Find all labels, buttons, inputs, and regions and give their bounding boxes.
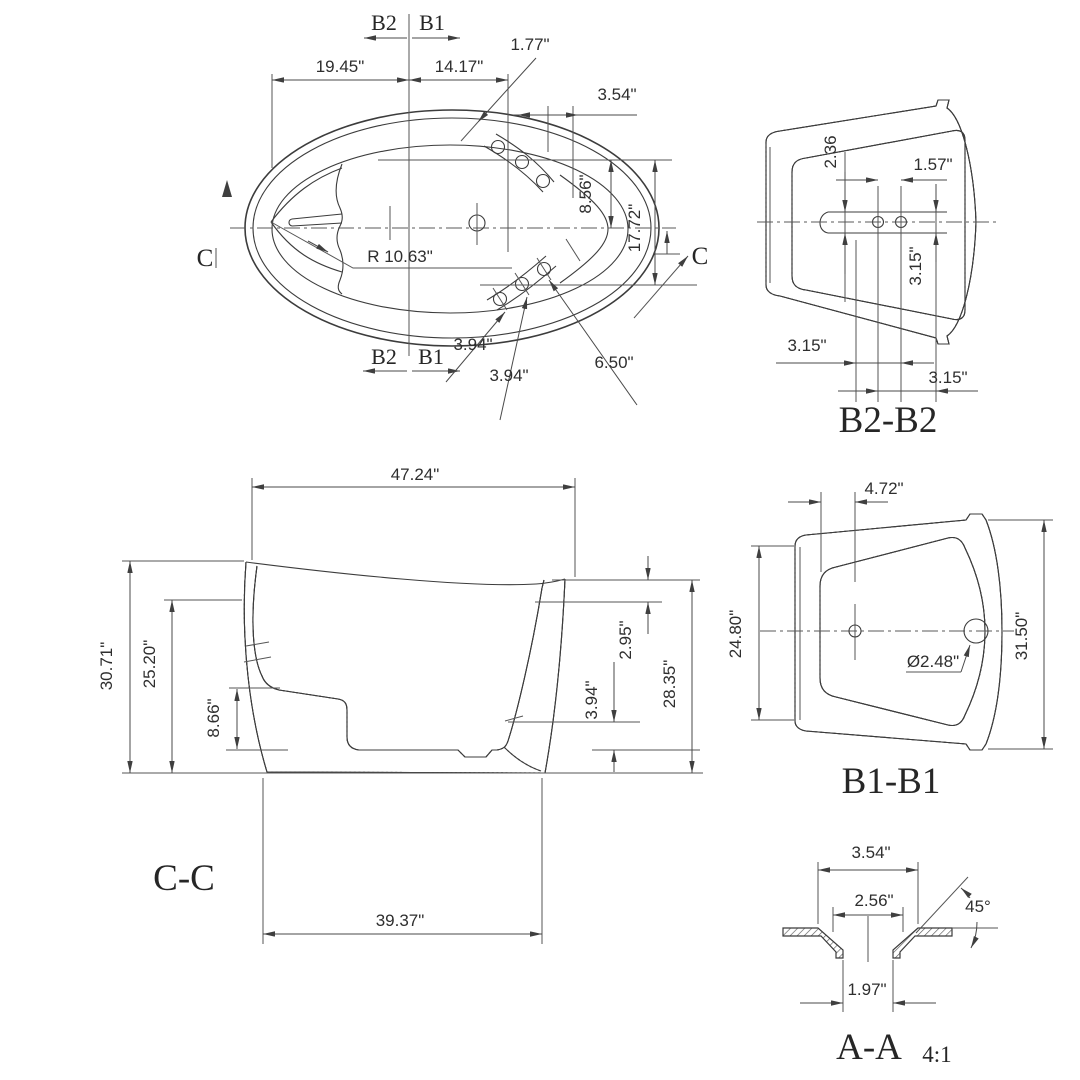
jet-hole — [492, 291, 508, 307]
wall-tick — [504, 715, 524, 722]
dim-base-length: 39.37" — [376, 911, 425, 930]
detail-aa: 3.54" 2.56" 45° 1.97" A-A 4:1 — [782, 843, 998, 1068]
overflow-hole — [848, 624, 862, 638]
backrest-wave-line — [335, 163, 344, 295]
backrest-contour — [270, 221, 343, 273]
jet-strip-edge — [483, 145, 544, 193]
dim-height-back: 30.71" — [97, 642, 116, 691]
faucet-deck — [819, 211, 947, 234]
dim-jet-span: 6.50" — [594, 353, 633, 372]
basin-floor-curve — [559, 174, 609, 284]
jet-hole — [536, 261, 552, 277]
dim-hole-offset: 4.72" — [864, 479, 903, 498]
dim-offset-left: 3.15" — [787, 336, 826, 355]
dim-inner-depth: 25.20" — [140, 640, 159, 689]
deck-section-right — [892, 927, 953, 959]
section-label-cc: C-C — [153, 858, 215, 899]
plan-view: B2 B1 B2 B1 C C 19.45" 14.17" 1.77" 3.54… — [197, 10, 709, 421]
b1-outer-shell — [794, 513, 1003, 751]
detail-label-aa: A-A — [836, 1027, 902, 1068]
dim-overall-length: 47.24" — [391, 465, 440, 484]
lumbar-ridge — [288, 213, 343, 227]
dim-drain-diameter: Ø2.48" — [907, 652, 959, 671]
detail-scale: 4:1 — [922, 1042, 951, 1067]
basin-rim — [271, 144, 629, 314]
dim-height-left: 24.80" — [726, 610, 745, 659]
section-label-b1b1: B1-B1 — [842, 761, 941, 802]
dim-chamfer-angle: 45° — [965, 897, 991, 916]
view-direction-arrow — [222, 180, 232, 197]
dim-outer-width: 3.54" — [851, 843, 890, 862]
dim-deck-height: 2.36 — [821, 135, 840, 168]
dim-mid-width: 2.56" — [854, 891, 893, 910]
dim-jet-leader: 1.77" — [510, 35, 549, 54]
drain-hole — [963, 618, 989, 644]
jet-hole — [514, 154, 530, 170]
dim-seat-height: 8.66" — [204, 698, 223, 737]
dim-height-front: 28.35" — [660, 660, 679, 709]
section-marker-b1: B1 — [419, 10, 445, 35]
backrest-contour — [270, 167, 343, 223]
section-label-b2b2: B2-B2 — [839, 400, 938, 441]
overflow-tick — [243, 656, 272, 663]
overflow-tick — [245, 641, 270, 647]
section-marker-b2: B2 — [371, 10, 397, 35]
dim-offset-right: 3.15" — [928, 368, 967, 387]
jet-hole — [535, 173, 551, 189]
dim-jet-pitch-b: 3.94" — [489, 366, 528, 385]
dim-jet-row-offset: 8.56" — [576, 174, 595, 213]
deck-section-left — [782, 927, 844, 959]
cc-basin — [252, 565, 545, 758]
section-marker-c-right: C — [692, 243, 709, 270]
section-cc: 47.24" 30.71" 25.20" 8.66" 2.95" 3.94" 2… — [97, 465, 703, 944]
dim-jet-pitch-a: 3.94" — [453, 335, 492, 354]
dim-bore-width: 1.97" — [847, 980, 886, 999]
dim-seat-radius: R 10.63" — [367, 247, 433, 266]
dim-hole-drop: 3.15" — [906, 246, 925, 285]
dim-hole-pitch: 1.57" — [913, 155, 952, 174]
section-b2b2: 1.57" 2.36 3.15" 3.15" 3.15" B2-B2 — [757, 98, 1000, 441]
section-marker-c-left: C — [197, 245, 214, 272]
jet-strip-edge — [495, 133, 555, 183]
jet-strip-edge — [496, 265, 557, 311]
dim-height-right: 31.50" — [1012, 612, 1031, 661]
section-marker-b2: B2 — [371, 344, 397, 369]
dim-front-length: 14.17" — [435, 57, 484, 76]
dim-half-width: 17.72" — [625, 204, 644, 253]
section-b1b1: 4.72" 24.80" 31.50" Ø2.48" B1-B1 — [726, 479, 1053, 802]
dim-rim-thickness: 2.95" — [616, 620, 635, 659]
dim-base-gap: 3.94" — [582, 680, 601, 719]
jet-hole — [490, 139, 506, 155]
jet-hole — [514, 276, 530, 292]
cc-rim-sweep — [245, 561, 566, 586]
section-marker-b1: B1 — [418, 344, 444, 369]
dim-back-length: 19.45" — [316, 57, 365, 76]
dim-rim-offset: 3.54" — [597, 85, 636, 104]
cc-outer-shell — [243, 561, 566, 774]
